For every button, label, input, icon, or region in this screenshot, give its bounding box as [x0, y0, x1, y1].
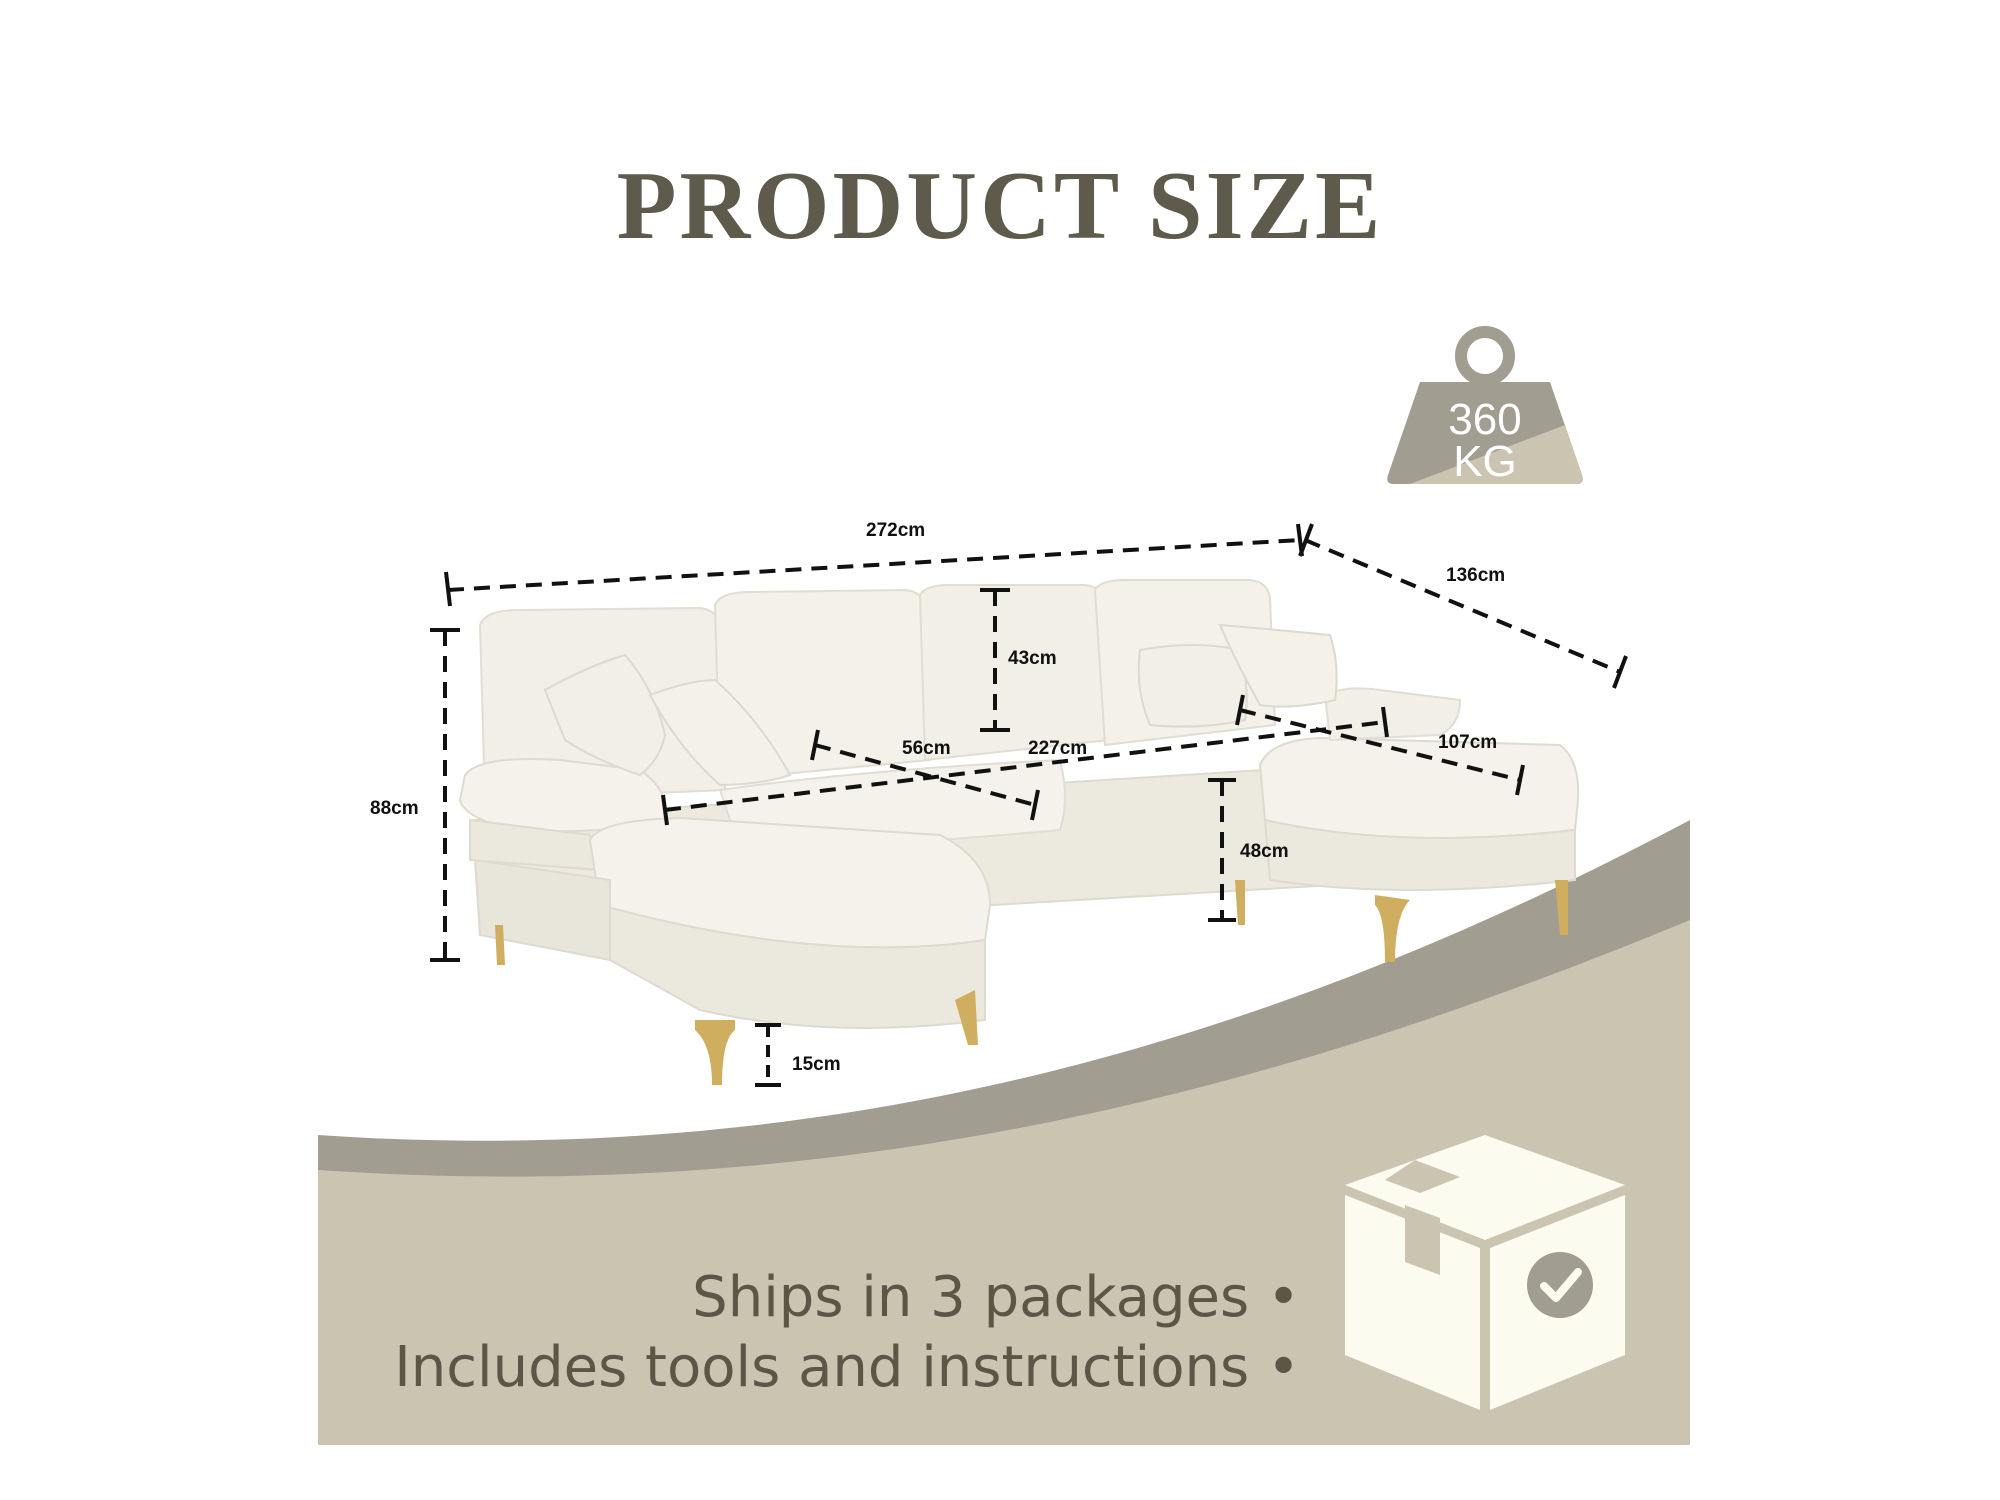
dimension-label-seat-width: 227cm [1028, 738, 1088, 759]
dimension-label-total-height: 88cm [370, 798, 419, 819]
depth-line [1298, 523, 1628, 689]
weight-icon [1387, 326, 1583, 484]
back-height-line [980, 588, 1010, 732]
seat-depth-line [810, 729, 1040, 821]
total-height-line [430, 628, 460, 962]
package-check-icon [1345, 1135, 1625, 1410]
shipping-packages-text: Ships in 3 packages • [692, 1265, 1300, 1330]
leg-height-line [755, 1023, 781, 1087]
weight-value: 360 [1448, 395, 1522, 444]
chaise-width-line [1235, 694, 1525, 796]
dimension-label-chaise-width: 107cm [1438, 732, 1498, 753]
page-title: PRODUCT SIZE [616, 152, 1384, 260]
shipping-tools-text: Includes tools and instructions • [394, 1335, 1300, 1400]
dimension-lines [430, 523, 1628, 1087]
seat-height-line [1208, 778, 1236, 922]
dimension-label-seat-height: 48cm [1240, 841, 1289, 862]
seat-width-line [661, 706, 1389, 826]
dimension-label-leg-height: 15cm [792, 1054, 841, 1075]
dimension-label-back-height: 43cm [1008, 648, 1057, 669]
dimension-label-depth: 136cm [1446, 565, 1506, 586]
dimension-label-total-length: 272cm [866, 520, 926, 541]
sofa-illustration [458, 579, 1580, 1085]
weight-unit: KG [1453, 437, 1517, 486]
dimension-label-seat-depth: 56cm [902, 738, 951, 759]
